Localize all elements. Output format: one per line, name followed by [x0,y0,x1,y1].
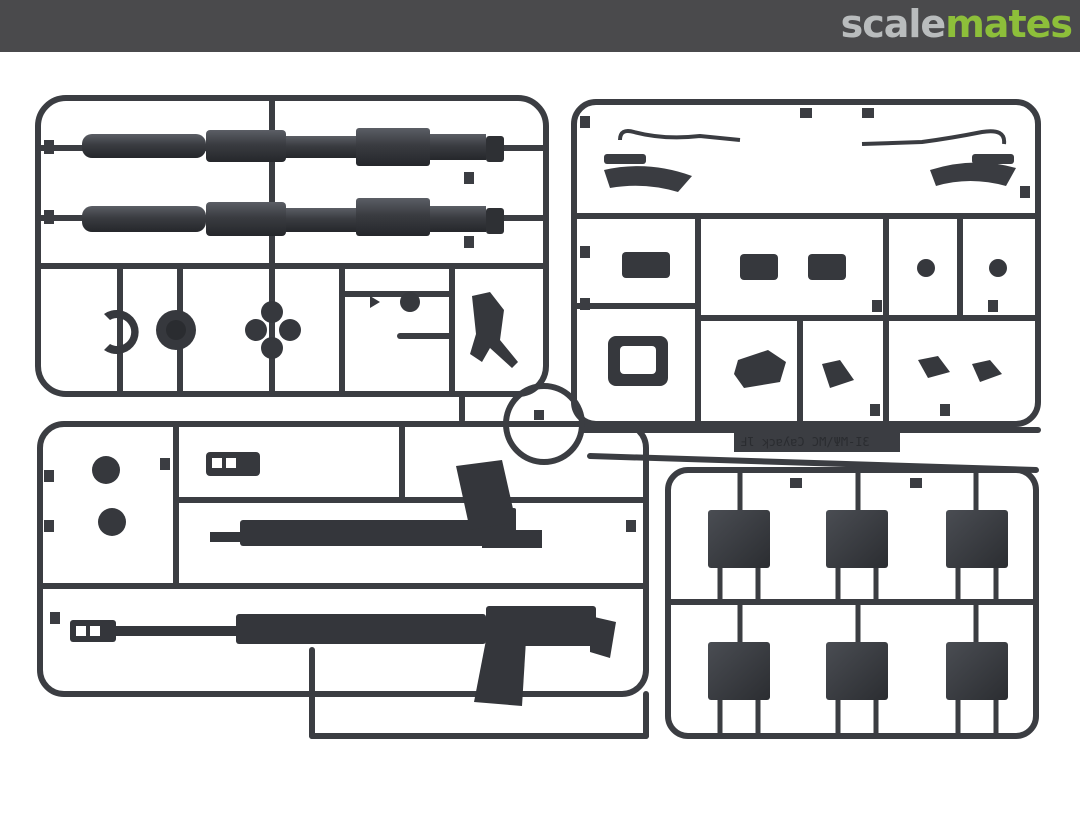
ammo-box [708,510,770,568]
sprue-frame [35,95,1041,739]
ammo-box [708,642,770,700]
launcher-barrel-lower [82,198,504,236]
ammo-box [826,510,888,568]
chains [618,129,1007,146]
rifle-part [70,606,616,706]
sprue-photo: ℲƖ ʞɔɐʎɐƆ ϽϺ/ΨϺ-ΙƐ [35,95,1041,739]
launcher-barrel-upper [82,128,504,166]
carbine-part [210,460,542,548]
site-header: scalemates [0,0,1080,52]
logo-text-mates: mates [945,2,1073,46]
axe-heads [604,154,1016,192]
ammo-box [946,642,1008,700]
small-parts-bottom-left [92,452,260,536]
logo-text-scale: scale [840,2,947,46]
small-parts-top-left [104,292,518,368]
ammo-box-legs [717,470,999,736]
sprue-gates [44,108,1030,624]
hand-and-joint-parts [608,252,1007,388]
scalemates-logo[interactable]: scalemates [840,2,1073,46]
ammo-box [826,642,888,700]
sprue-tag-text: ℲƖ ʞɔɐʎɐƆ ϽϺ/ΨϺ-ΙƐ [740,435,870,449]
sprue-tag: ℲƖ ʞɔɐʎɐƆ ϽϺ/ΨϺ-ΙƐ [734,430,900,452]
ammo-box [946,510,1008,568]
ammo-boxes [708,510,1008,700]
